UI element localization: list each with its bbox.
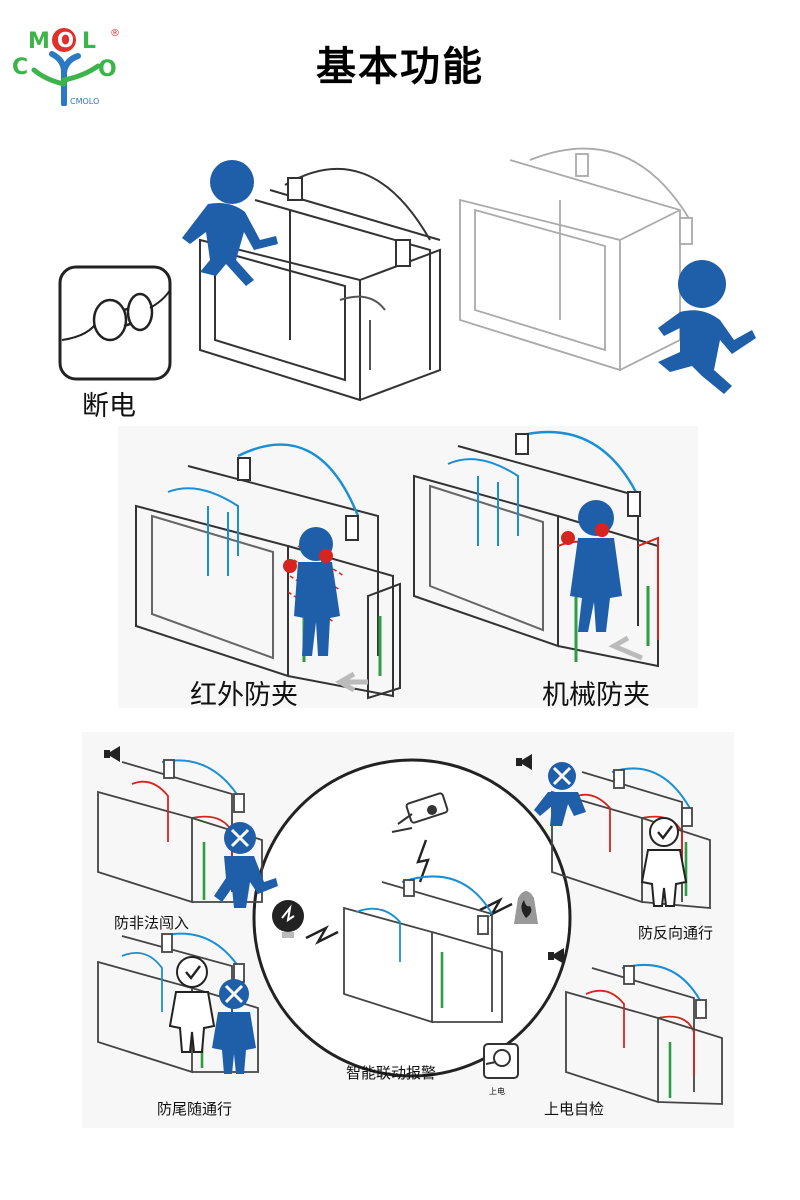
illegal-entry-caption: 防非法闯入 bbox=[114, 914, 190, 932]
plug-icon bbox=[58, 265, 172, 381]
linkage-alarm-circle bbox=[252, 758, 572, 1078]
person-running-icon bbox=[658, 260, 756, 394]
linkage-alarm-caption: 智能联动报警 bbox=[346, 1064, 437, 1082]
speaker-icon bbox=[548, 948, 564, 964]
page-title: 基本功能 bbox=[316, 44, 484, 90]
gate-illustration-self-check bbox=[565, 964, 723, 1105]
lightning-icon bbox=[305, 925, 339, 945]
arrow-icon bbox=[334, 671, 368, 693]
gate-illustration-right bbox=[459, 147, 693, 372]
power-on-icon bbox=[483, 1043, 519, 1079]
person-forbidden-icon bbox=[212, 979, 256, 1074]
power-off-section bbox=[40, 140, 760, 430]
person-allowed-icon bbox=[640, 817, 688, 907]
arrow-icon bbox=[608, 635, 643, 661]
person-walking-icon bbox=[182, 160, 278, 286]
logo-letter-m: M bbox=[28, 29, 50, 54]
power-on-label: 上电 bbox=[489, 1087, 505, 1096]
speaker-icon bbox=[516, 754, 532, 770]
logo-letter-c: C bbox=[12, 55, 28, 80]
person-icon-mechanical bbox=[570, 500, 622, 632]
power-off-caption: 断电 bbox=[82, 391, 136, 422]
logo-red-circle bbox=[52, 28, 76, 52]
mechanical-anti-pinch-caption: 机械防夹 bbox=[542, 680, 650, 711]
bulb-icon bbox=[272, 900, 304, 938]
cmolo-logo: C M O L O ® CMOLO bbox=[6, 14, 126, 106]
lightning-icon bbox=[479, 897, 513, 917]
person-allowed-icon bbox=[168, 956, 216, 1053]
gate-illustration-reverse-pass bbox=[551, 767, 711, 909]
gate-illustration-center bbox=[343, 875, 503, 1024]
logo-letter-l: L bbox=[82, 29, 96, 54]
warning-icon-infrared bbox=[283, 549, 333, 573]
fire-alarm-icon bbox=[514, 891, 538, 924]
gate-illustration-left bbox=[199, 167, 441, 402]
functions-section bbox=[82, 732, 734, 1128]
logo-letter-o1: O bbox=[57, 28, 74, 52]
tailgating-caption: 防尾随通行 bbox=[157, 1100, 233, 1118]
logo-letter-o2: O bbox=[98, 57, 117, 82]
camera-icon bbox=[391, 792, 449, 833]
person-icon-infrared bbox=[294, 527, 340, 656]
person-forbidden-icon bbox=[214, 822, 278, 908]
anti-pinch-section bbox=[118, 426, 698, 708]
reverse-pass-caption: 防反向通行 bbox=[638, 924, 714, 942]
gate-illustration-mechanical bbox=[413, 430, 659, 668]
logo-registered-mark: ® bbox=[110, 28, 120, 39]
self-check-caption: 上电自检 bbox=[544, 1100, 605, 1118]
gate-illustration-infrared bbox=[135, 443, 401, 700]
lightning-icon bbox=[416, 839, 430, 883]
person-reverse-forbidden-icon bbox=[534, 762, 586, 826]
infrared-anti-pinch-caption: 红外防夹 bbox=[190, 680, 298, 711]
logo-text: CMOLO bbox=[70, 97, 99, 106]
warning-icon-mechanical bbox=[561, 523, 609, 545]
speaker-icon bbox=[104, 746, 120, 762]
